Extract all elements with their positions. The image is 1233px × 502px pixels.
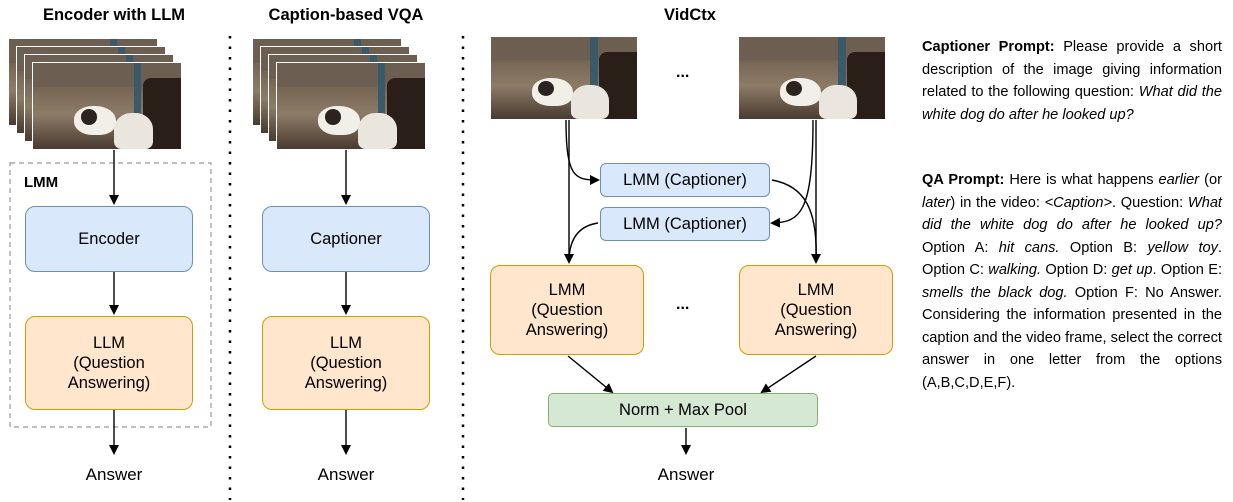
qa-text: Option A:: [922, 239, 989, 256]
llm-box-caption: LLM (Question Answering): [262, 316, 430, 410]
qa-text: ) in the video:: [950, 194, 1040, 211]
qa-prompt: QA Prompt: Here is what happens earlier …: [922, 169, 1222, 394]
qa-text: . Option C:: [922, 239, 1222, 279]
qa-box-line: (Question: [531, 301, 603, 319]
qa-question: What did the white dog do after he looke…: [922, 194, 1222, 234]
qa-option-c: walking.: [988, 262, 1042, 278]
qa-prompt-label: QA Prompt:: [922, 172, 1005, 188]
lmm-captioner-box-2: LMM (Captioner): [600, 207, 770, 241]
llm-box-encoder: LLM (Question Answering): [25, 316, 193, 410]
answer-vidctx: Answer: [657, 465, 715, 484]
qa-box-line: LMM: [548, 281, 586, 299]
qa-option-a: hit cans.: [998, 239, 1060, 256]
frames-ellipsis: ...: [676, 64, 690, 81]
qa-later: later: [922, 194, 951, 211]
qa-ellipsis: ...: [676, 296, 690, 313]
captioner-prompt-label: Captioner Prompt:: [922, 39, 1055, 55]
qa-earlier: earlier: [1158, 172, 1200, 188]
qa-box-line: Answering): [525, 321, 609, 339]
video-frame-last: [738, 36, 886, 120]
llm-box-line: LLM: [329, 334, 363, 352]
qa-box-line: (Question: [780, 301, 852, 319]
qa-text: Option B:: [1069, 239, 1138, 256]
qa-box-line: LMM: [797, 281, 835, 299]
lmm-qa-box-first: LMM (Question Answering): [490, 265, 644, 355]
qa-text: . Question:: [1112, 194, 1184, 211]
caption-column-title: Caption-based VQA: [268, 6, 424, 24]
qa-text: . Option E:: [1152, 262, 1223, 278]
qa-option-b: yellow toy: [1147, 239, 1218, 256]
llm-box-line: Answering): [304, 374, 388, 392]
qa-text: Option D:: [1045, 262, 1108, 278]
video-frame-image: [32, 62, 182, 150]
lmm-qa-box-last: LMM (Question Answering): [739, 265, 893, 355]
llm-box-line: (Question: [73, 354, 145, 372]
qa-text: Here is what happens: [1009, 172, 1154, 188]
captioner-prompt: Captioner Prompt: Please provide a short…: [922, 36, 1222, 126]
captioner-box: Captioner: [262, 206, 430, 272]
captioner-prompt-text: Please provide a short description of th…: [922, 39, 1222, 100]
answer-encoder: Answer: [85, 465, 143, 484]
llm-box-line: (Question: [310, 354, 382, 372]
qa-caption-tag: <Caption>: [1044, 194, 1112, 211]
encoder-column-title: Encoder with LLM: [42, 6, 186, 24]
captioner-prompt-question: What did the white dog do after he looke…: [922, 84, 1223, 123]
qa-box-line: Answering): [774, 321, 858, 339]
video-frame-image: [276, 62, 426, 150]
qa-option-d: get up: [1111, 262, 1153, 278]
lmm-group-label: LMM: [24, 174, 59, 191]
video-frame-first: [490, 36, 638, 120]
norm-max-pool-box: Norm + Max Pool: [548, 393, 818, 427]
lmm-captioner-box-1: LMM (Captioner): [600, 163, 770, 197]
vidctx-column-title: VidCtx: [664, 6, 716, 24]
qa-text: Option F: No Answer. Considering the inf…: [922, 284, 1222, 391]
llm-box-line: Answering): [67, 374, 151, 392]
qa-option-e: smells the black dog.: [922, 284, 1068, 301]
lmm-group-border: [9, 162, 212, 428]
llm-box-line: LLM: [92, 334, 126, 352]
answer-caption: Answer: [317, 465, 375, 484]
encoder-box: Encoder: [25, 206, 193, 272]
qa-text: (or: [1204, 172, 1222, 188]
